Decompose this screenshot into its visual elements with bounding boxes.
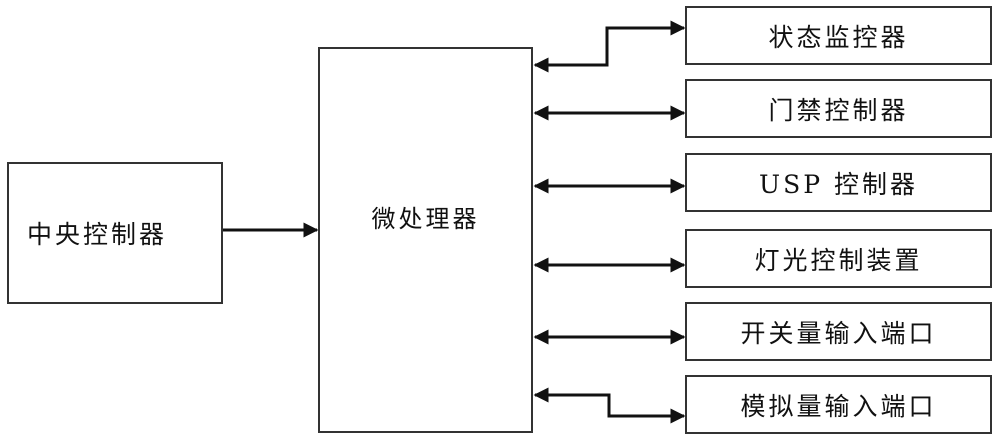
arrow-analog-input-port <box>535 395 684 416</box>
arrow-state-monitor <box>535 28 684 65</box>
